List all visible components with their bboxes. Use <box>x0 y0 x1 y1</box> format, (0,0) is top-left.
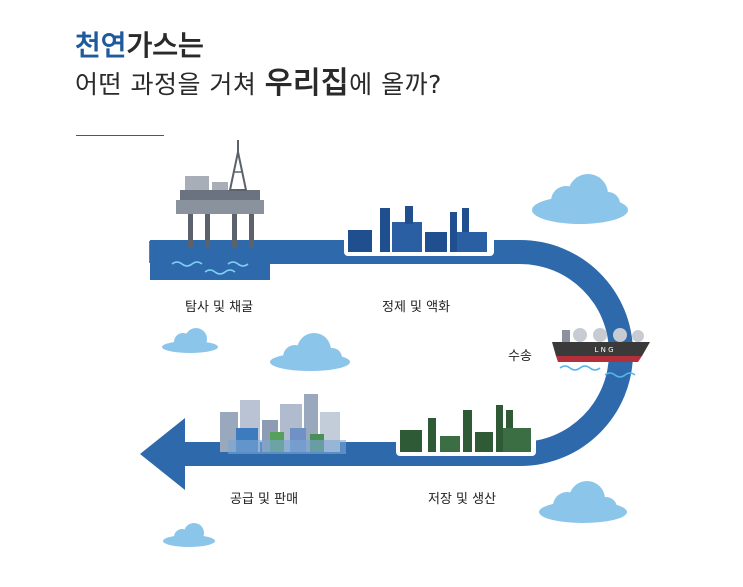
stage-label-storage: 저장 및 생산 <box>428 492 497 507</box>
title-highlight: 천연 <box>75 29 127 62</box>
cloud-icon <box>539 481 627 523</box>
pipeline <box>140 240 633 490</box>
ship-label: L N G <box>594 346 613 354</box>
oil-rig-icon <box>176 140 264 248</box>
refinery-icon <box>344 206 494 256</box>
stage-label-transport: 수송 <box>508 349 532 364</box>
title-line-2-pre: 어떤 과정을 거쳐 <box>75 70 265 99</box>
title-line-1-rest: 가스는 <box>126 29 204 62</box>
title-line-2: 어떤 과정을 거쳐 우리집에 올까? <box>75 65 442 103</box>
title-line-2-big: 우리집 <box>264 66 350 101</box>
water-waves <box>171 261 249 275</box>
lng-ship-icon <box>552 328 650 362</box>
page-title: 천연가스는 어떤 과정을 거쳐 우리집에 올까? <box>75 28 442 103</box>
title-line-2-post: 에 올까? <box>349 70 442 99</box>
stage-label-refining: 정제 및 액화 <box>382 300 451 315</box>
stage-label-exploration: 탐사 및 채굴 <box>185 300 254 315</box>
cloud-icon <box>532 174 628 224</box>
cloud-icon <box>162 328 218 353</box>
city-icon <box>220 394 346 454</box>
stage-label-supply: 공급 및 판매 <box>230 492 299 507</box>
storage-plant-icon <box>396 405 536 456</box>
title-line-1: 천연가스는 <box>75 28 442 63</box>
cloud-icon <box>270 333 350 371</box>
cloud-icon <box>163 523 215 547</box>
title-divider <box>76 135 164 136</box>
water-waves <box>559 365 636 378</box>
